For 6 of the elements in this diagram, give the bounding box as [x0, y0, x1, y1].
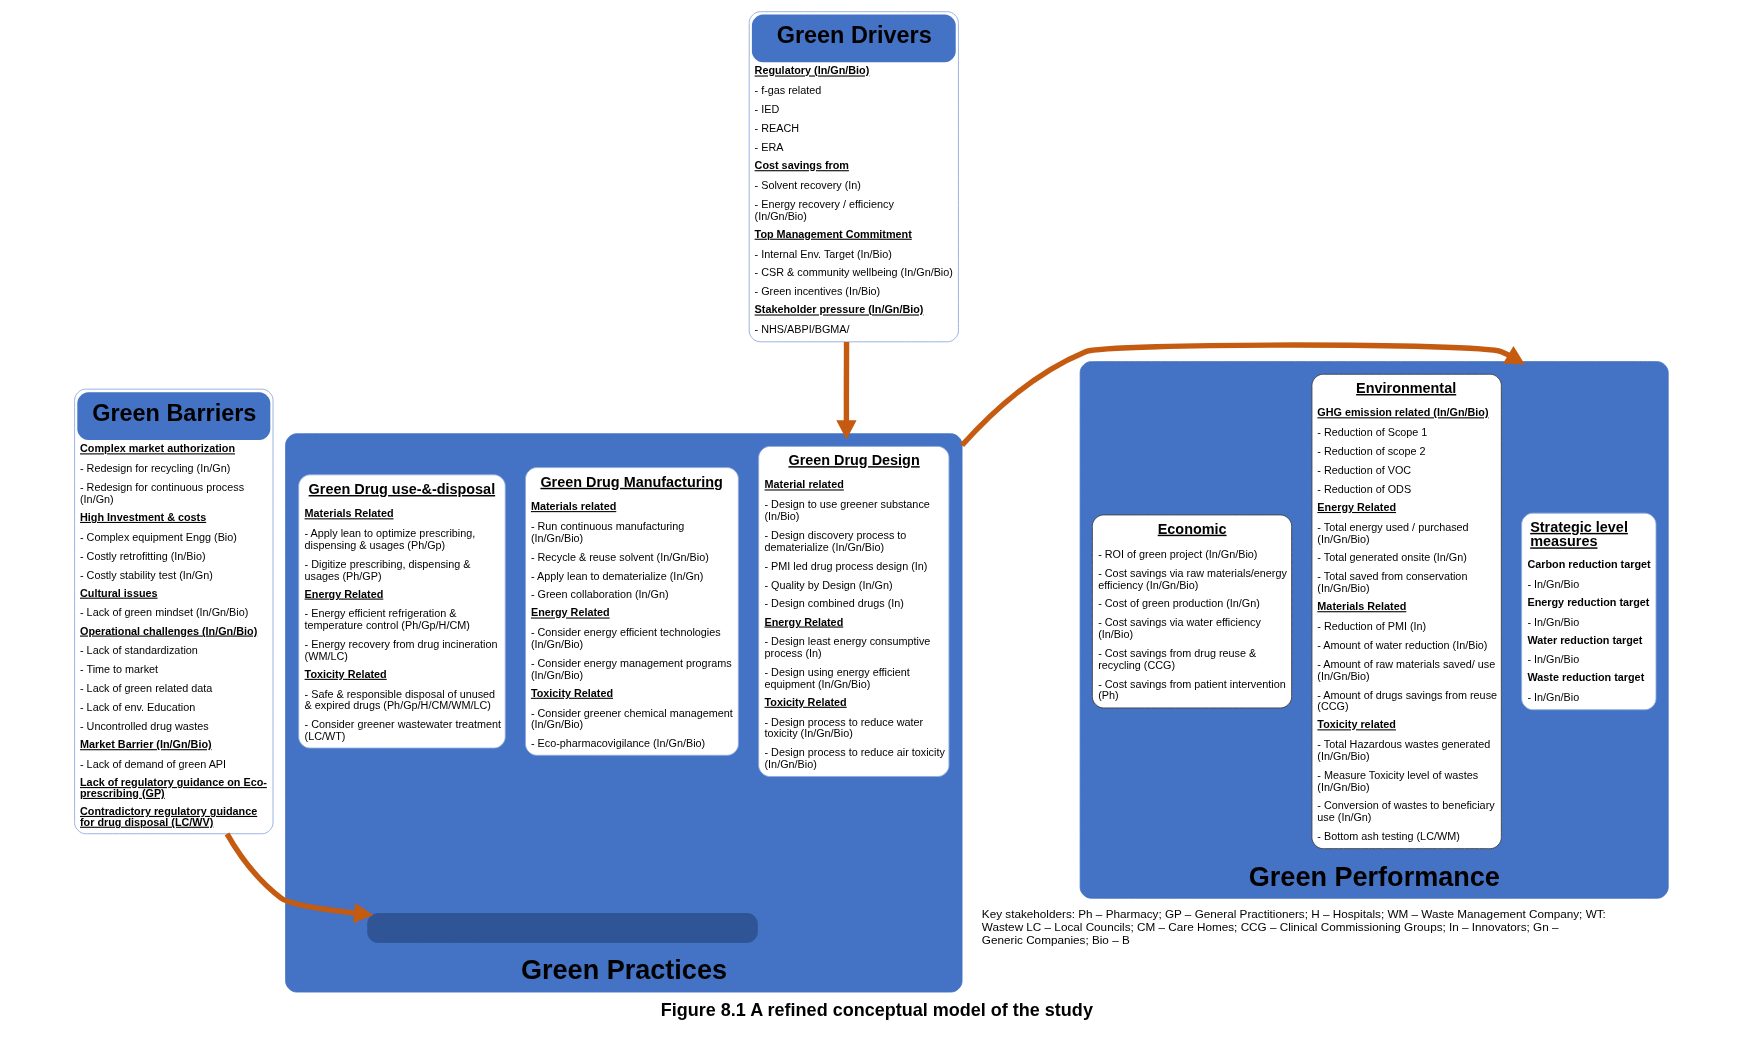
- arrow: [836, 341, 857, 440]
- caption: Figure 8.1 A refined conceptual model of the study: [660, 1000, 1093, 1021]
- node-bar: [367, 913, 758, 943]
- label: Key stakeholders: Ph – Pharmacy; GP – General Practitioners; H – Hospitals; WM – Waste Management Company; WT: Wastew LC – Local Councils; CM – Care Homes; CCG – Clinical Commissioning Groups; In – Innovators; Gn – Generic Companies; Bio – B: [981, 907, 1606, 946]
- arrow: [960, 342, 1525, 448]
- arrow: [224, 832, 374, 924]
